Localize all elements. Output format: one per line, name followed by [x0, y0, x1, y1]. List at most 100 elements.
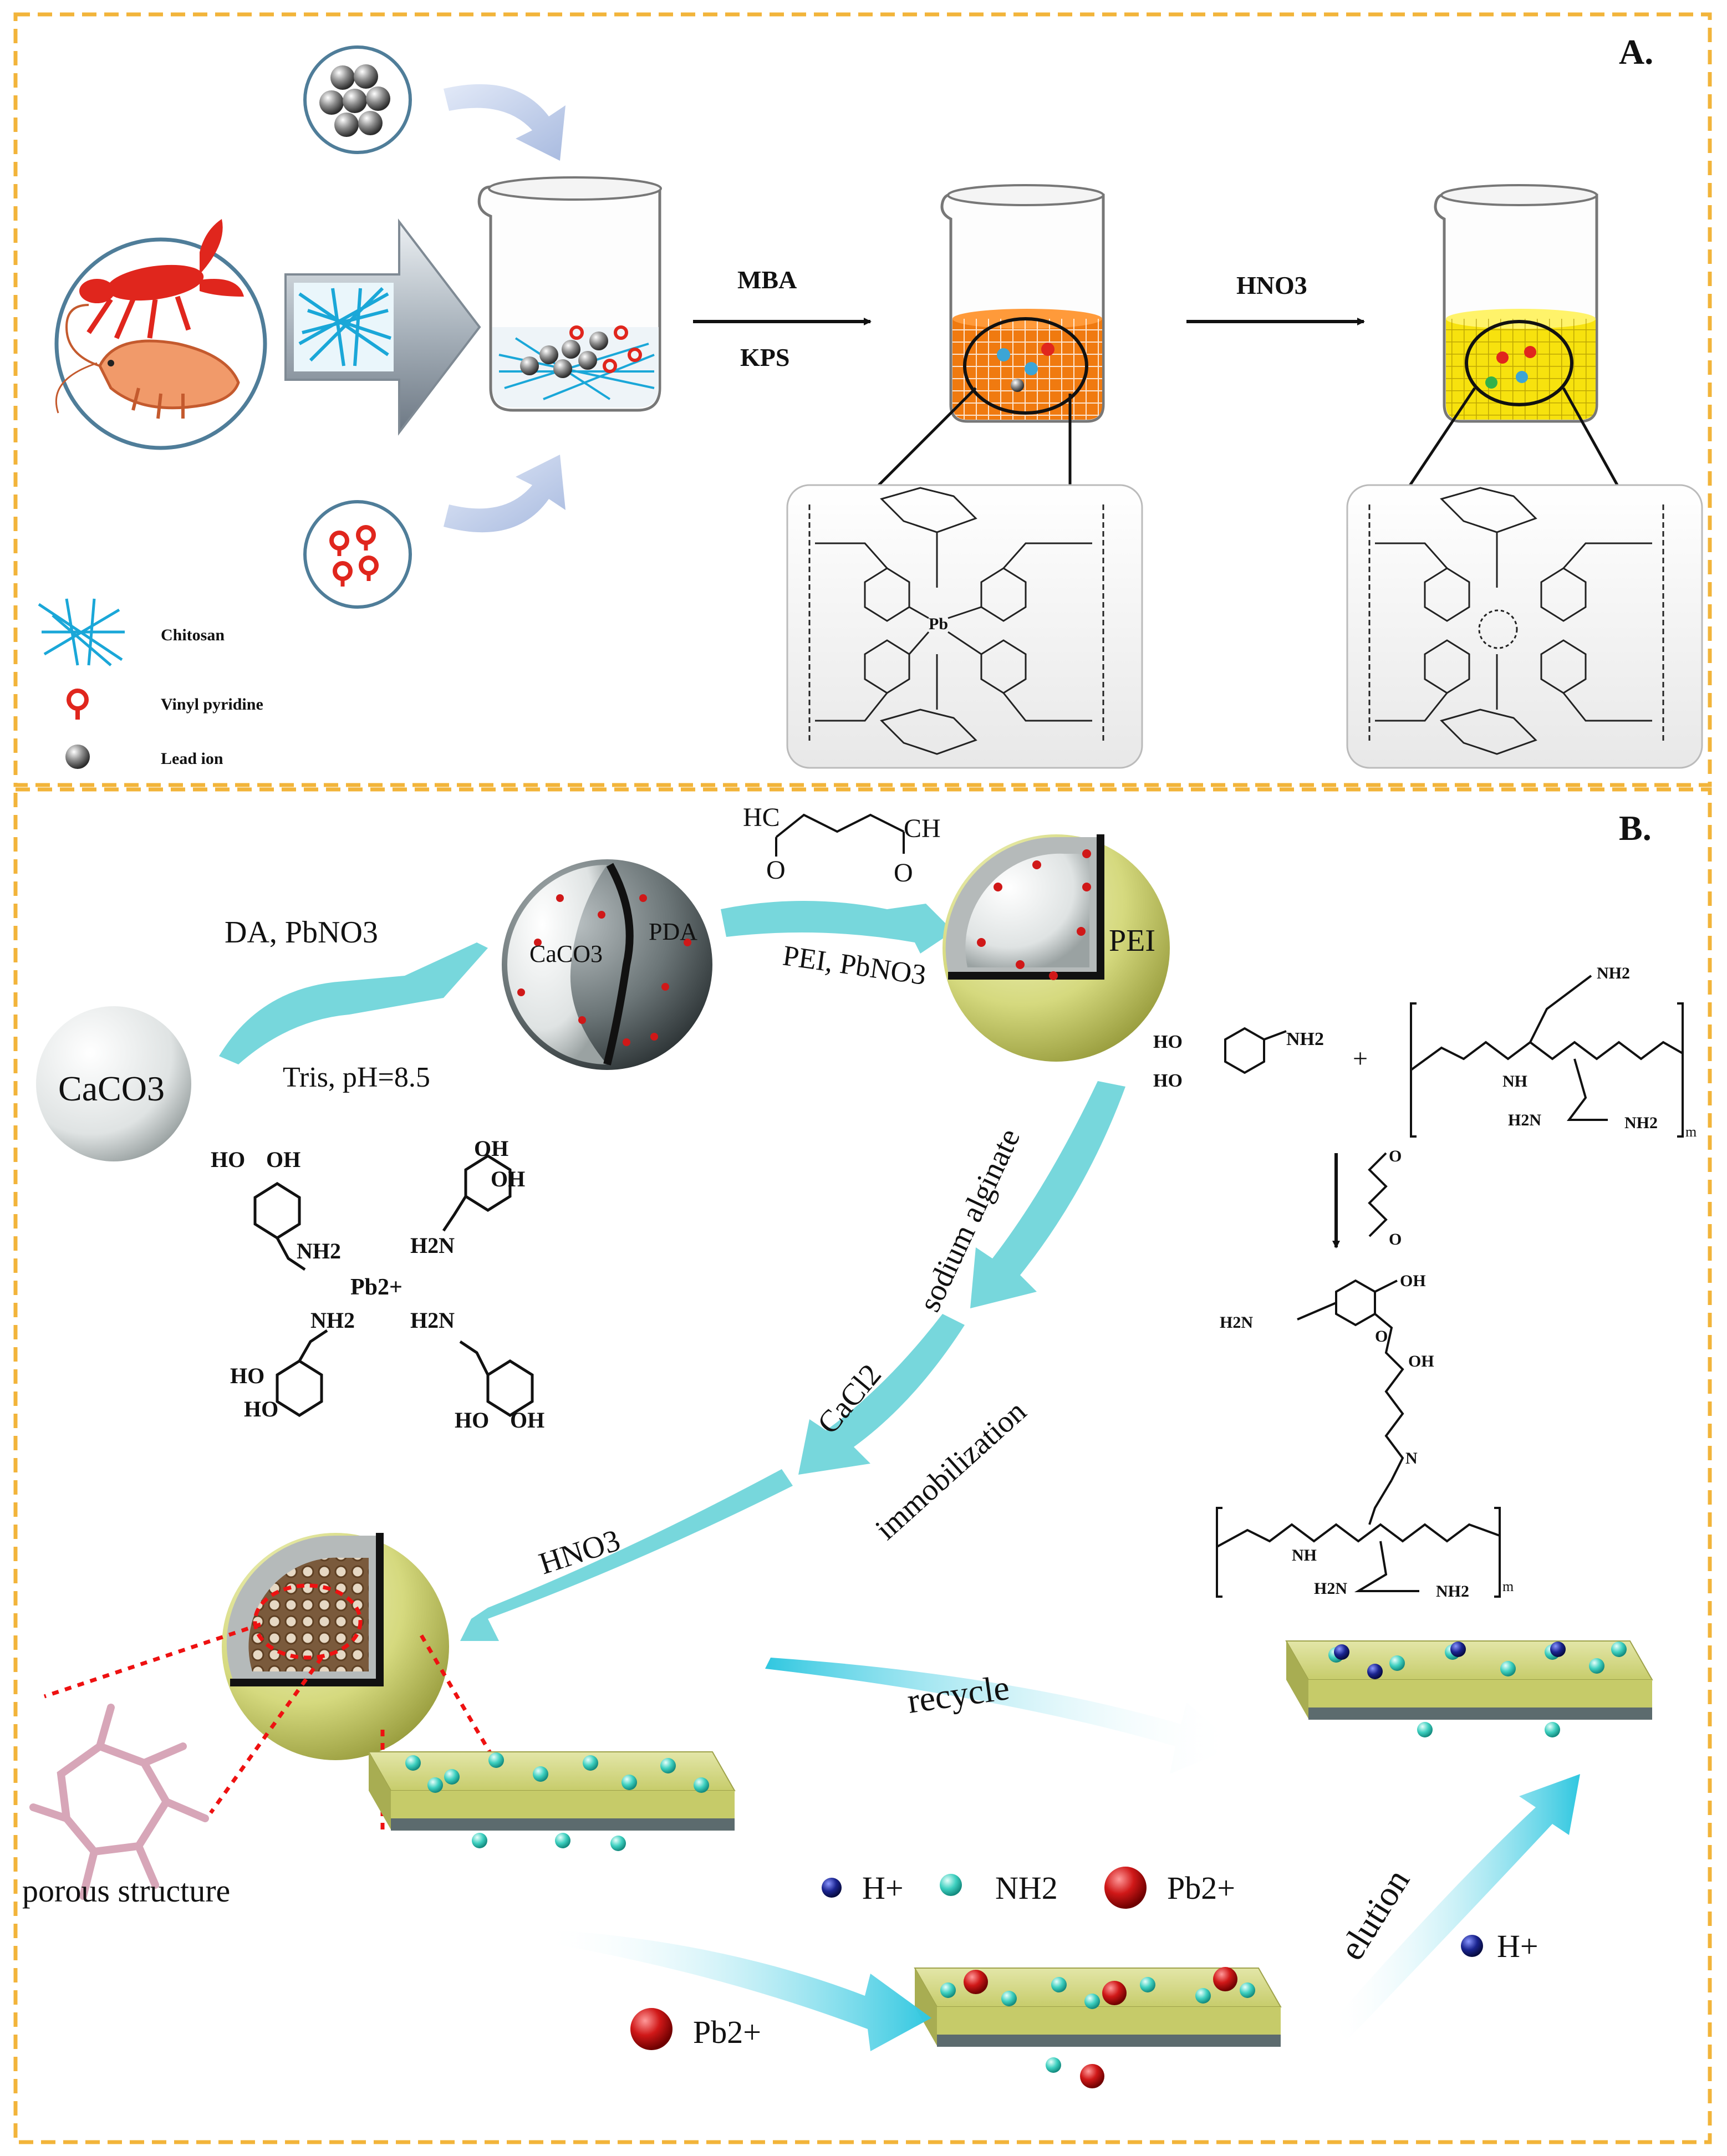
pb-ion-sphere — [1080, 2064, 1104, 2088]
chem-nh2-p2: NH2 — [1624, 1114, 1658, 1132]
arrow-adsorption — [543, 1929, 931, 2051]
pb-label: Pb — [929, 615, 948, 633]
chem-h2n-pr1: H2N — [1220, 1313, 1253, 1332]
nh2-sphere — [610, 1836, 626, 1851]
panel-a-label: A. — [1619, 32, 1653, 72]
arrow-elution — [1331, 1774, 1580, 2040]
curved-arrow-top — [444, 84, 566, 161]
legend-lead-ion: Lead ion — [161, 750, 223, 768]
arrow-recycle — [765, 1658, 1236, 1774]
pei-sphere — [943, 834, 1170, 1062]
chem-h2n-c2: H2N — [410, 1308, 455, 1333]
nh2-sphere — [1389, 1655, 1405, 1671]
chem-hc: HC — [743, 803, 780, 832]
panel-b-frame — [13, 787, 1712, 2144]
legend-chitosan: Chitosan — [161, 626, 225, 644]
nh2-icon — [940, 1874, 962, 1896]
legend-pb: Pb2+ — [1167, 1870, 1235, 1906]
slab-fresh — [368, 1751, 736, 1851]
nh2-sphere — [488, 1752, 504, 1768]
porous-sphere — [222, 1533, 449, 1760]
chem-oh-c4: OH — [510, 1408, 544, 1433]
h-ion-sphere — [1367, 1664, 1383, 1679]
label-pei: PEI — [1109, 924, 1155, 958]
lead-ion-icon — [65, 745, 90, 769]
vinyl-pyridine-circle — [303, 500, 412, 609]
lead-ion-circle — [303, 45, 412, 154]
label-core-caco3: CaCO3 — [529, 940, 603, 967]
panel-b-label: B. — [1619, 808, 1652, 848]
h-ion-sphere — [1450, 1642, 1466, 1657]
label-mba: MBA — [737, 266, 797, 294]
big-process-arrow — [284, 218, 481, 436]
vinyl-pyridine-icon — [67, 689, 89, 720]
label-kps: KPS — [740, 343, 789, 371]
legend-nh2: NH2 — [995, 1870, 1058, 1906]
nh2-sphere — [1500, 1661, 1516, 1676]
porous-molecule-icon — [29, 1704, 209, 1900]
nh2-sphere — [940, 1982, 956, 1998]
chem-ho-c2: HO — [230, 1363, 264, 1388]
nh2-sphere — [472, 1833, 487, 1848]
caco3-label: CaCO3 — [58, 1069, 165, 1108]
legend-h: H+ — [862, 1870, 904, 1906]
chem-o-2: O — [894, 858, 913, 888]
nh2-sphere — [427, 1777, 443, 1793]
caco3-sphere — [36, 1006, 191, 1161]
legend-b: H+ NH2 Pb2+ — [822, 1867, 1235, 1909]
chem-oh-c3: OH — [491, 1166, 525, 1191]
glutaraldehyde-structure — [775, 813, 905, 857]
nh2-sphere — [583, 1755, 598, 1771]
h-ion-sphere — [1334, 1644, 1349, 1660]
nh2-sphere — [533, 1766, 548, 1782]
shrimp-icon — [55, 304, 240, 419]
nh2-sphere — [1001, 1991, 1017, 2006]
panel-a-frame — [13, 12, 1712, 787]
nh2-sphere — [1611, 1642, 1627, 1657]
chem-nh2-c2: NH2 — [310, 1308, 355, 1333]
arrow-sodium-alginate — [970, 1081, 1125, 1308]
slab-elution — [1285, 1640, 1653, 1737]
pb-dopamine-complex — [253, 1154, 534, 1417]
chem-h2n-c1: H2N — [410, 1233, 455, 1258]
label-hno3-a: HNO3 — [1236, 271, 1307, 299]
chem-ho-r2: HO — [1153, 1071, 1183, 1091]
pb-ion-sphere — [1213, 1967, 1237, 1991]
chem-plus: + — [1353, 1044, 1368, 1073]
structure-card-pb: Pb — [786, 484, 1143, 769]
zoom-line — [1407, 387, 1476, 489]
lobster-icon — [79, 219, 244, 339]
chem-m-2: m — [1502, 1578, 1514, 1594]
label-porous-structure: porous structure — [22, 1873, 230, 1909]
panel-b: B. CaCO3 DA, PbNO3 Tris, pH=8.5 CaCO3 PD… — [22, 803, 1697, 2088]
slab-adsorbed — [914, 1967, 1282, 2088]
nh2-sphere — [444, 1769, 460, 1785]
product-structure — [1216, 1279, 1501, 1598]
h-ion-icon — [822, 1878, 842, 1898]
chem-oh-pr2: OH — [1408, 1352, 1434, 1370]
beaker-mixing — [477, 176, 662, 412]
legend-vinyl-pyridine: Vinyl pyridine — [161, 695, 263, 713]
chem-hooh-1: HO — [211, 1147, 245, 1172]
seafood-circle — [54, 219, 267, 450]
h-ion-elution-icon — [1461, 1935, 1483, 1957]
label-immobilization: immobilization — [869, 1394, 1033, 1547]
structure-card-empty — [1346, 484, 1703, 769]
glutaraldehyde-side — [1368, 1152, 1388, 1237]
chem-oh-c2: OH — [474, 1136, 508, 1161]
chem-nh-pr1: NH — [1292, 1546, 1317, 1564]
pb-ion-sphere — [964, 1970, 988, 1994]
chem-ch: CH — [904, 814, 941, 843]
label-h-elution: H+ — [1497, 1928, 1538, 1964]
pei-polymer-top — [1410, 975, 1684, 1138]
chitosan-icon — [38, 598, 125, 666]
chem-o-side2: O — [1389, 1230, 1402, 1248]
chem-o-side1: O — [1389, 1147, 1402, 1165]
nh2-sphere — [1589, 1658, 1604, 1674]
chitosan-fibers — [298, 287, 391, 366]
pb-ion-bottom-icon — [630, 2008, 673, 2050]
chem-nh2-p1: NH2 — [1597, 964, 1630, 982]
chem-nh2-c1: NH2 — [297, 1238, 341, 1263]
chem-m-1: m — [1685, 1124, 1697, 1140]
nh2-sphere — [555, 1833, 570, 1848]
